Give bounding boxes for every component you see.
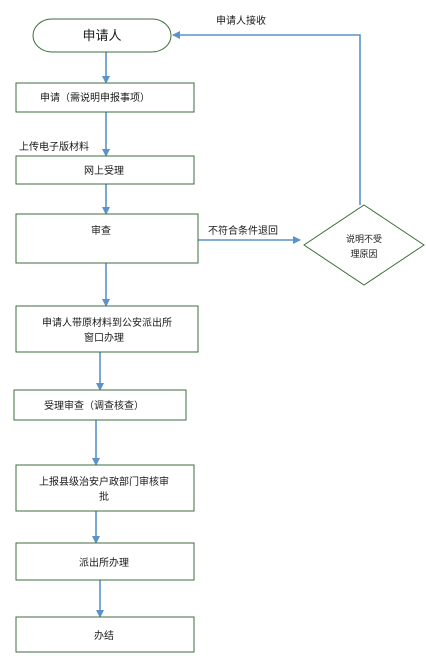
node-reject-reason [303,204,425,286]
node-review [15,213,199,264]
node-station-process [15,542,195,581]
edge-reject-to-applicant [172,31,361,205]
node-online-accept [15,155,195,185]
node-report-label-1: 上报县级治安户政部门审核审 [39,475,169,488]
node-reject-reason-label-1: 说明不受 [346,233,382,245]
node-applicant [32,18,172,53]
node-apply-label: 申请（需说明申报事项） [40,91,150,104]
node-bring-materials-label-1: 申请人带原材料到公安派出所 [42,316,172,329]
node-done [15,616,195,653]
edge-reject-label: 不符合条件退回 [208,224,278,237]
node-bring-materials [15,305,199,353]
node-review-label: 审查 [91,224,111,237]
node-station-process-label: 派出所办理 [79,556,129,569]
node-reject-reason-label-2: 理原因 [350,249,377,260]
node-apply [15,82,195,113]
node-accept-review [13,389,187,421]
edge-upload-label: 上传电子版材料 [19,140,89,153]
node-report [15,464,195,512]
node-bring-materials-label-2: 窗口办理 [84,331,124,344]
node-accept-review-label: 受理审查（调查核查） [44,399,144,412]
node-applicant-label: 申请人 [82,29,121,44]
node-online-accept-label: 网上受理 [84,165,124,177]
edge-receive-label: 申请人接收 [216,14,266,27]
node-done-label: 办结 [94,629,114,642]
node-report-label-2: 批 [99,490,109,503]
